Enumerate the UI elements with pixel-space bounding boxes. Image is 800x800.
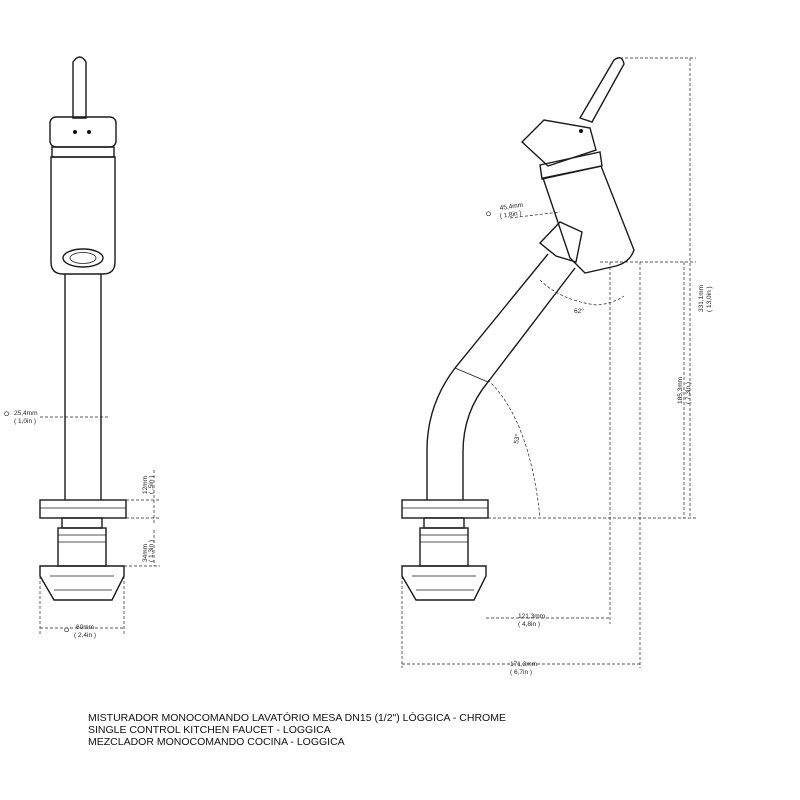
side-handle-metric: 45,4mm [499, 202, 523, 212]
front-base-metric: 60mm [76, 624, 94, 631]
front-aerator-inner [69, 252, 97, 264]
side-spout-tube-inner [462, 267, 576, 500]
front-lever [72, 56, 87, 119]
caption-line-pt: MISTURADOR MONOCOMANDO LAVATÓRIO MESA DN… [88, 712, 506, 724]
front-body [50, 156, 116, 275]
side-angle-62: 62° [574, 307, 584, 315]
side-handle-prefix: O [486, 211, 491, 218]
side-spout-height-imperial: ( 7,3in ) [685, 382, 692, 404]
front-diameter-metric: 25,4mm [14, 410, 37, 417]
front-base-prefix: O [64, 627, 69, 634]
front-cap-dot-left [73, 130, 77, 134]
side-view: O 45,4mm ( 1,8in ) 62° 53° 185,3mm ( 7,3… [401, 57, 713, 676]
front-nut [39, 565, 125, 601]
side-depth-imperial: ( 6,7in ) [510, 669, 532, 676]
caption-line-en: SINGLE CONTROL KITCHEN FAUCET - LOGGICA [88, 724, 331, 736]
front-diameter-prefix: O [4, 411, 9, 418]
front-cap-dot-right [87, 130, 91, 134]
side-handle-ring [539, 151, 603, 180]
front-aerator [62, 248, 104, 268]
front-fixing-body [57, 527, 107, 567]
side-depth-metric: 171,3mm [510, 661, 537, 668]
front-34-imperial: ( 1,3in ) [148, 540, 155, 562]
front-fixing-collar [61, 517, 103, 529]
side-spout-tube-outer [426, 253, 549, 500]
side-total-height-metric: 331,1mm [698, 285, 705, 312]
side-base-plate [401, 499, 489, 519]
side-body [542, 165, 635, 274]
side-fixing-collar [423, 517, 465, 529]
side-nut [401, 565, 487, 601]
front-12-imperial: ( ,5in ) [148, 476, 155, 494]
front-12-metric: 12mm [142, 476, 149, 494]
drawing-caption: MISTURADOR MONOCOMANDO LAVATÓRIO MESA DN… [88, 712, 506, 748]
front-handle-ring [51, 146, 115, 158]
side-cap-dot [579, 129, 583, 133]
side-spout-joint [454, 367, 489, 383]
front-base-imperial: ( 2,4in ) [74, 632, 96, 639]
caption-line-es: MEZCLADOR MONOCOMANDO COCINA - LOGGICA [88, 736, 345, 748]
side-reach-metric: 121,3mm [518, 613, 545, 620]
front-34-metric: 34mm [142, 544, 149, 562]
side-total-height-imperial: ( 13,0in ) [706, 286, 713, 312]
side-spout-height-metric: 185,3mm [677, 377, 684, 404]
side-arc-62 [539, 279, 625, 306]
side-handle-imperial: ( 1,8in ) [499, 210, 522, 220]
side-lever [578, 57, 625, 123]
front-diameter-imperial: ( 1,0in ) [14, 418, 36, 425]
side-reach-imperial: ( 4,8in ) [518, 621, 540, 628]
side-fixing-body [419, 527, 469, 567]
front-handle-cap [49, 116, 117, 148]
side-angle-53: 53° [512, 433, 522, 444]
front-base-plate [39, 499, 127, 519]
front-view: O 25,4mm ( 1,0in ) 12mm ( ,5in ) 34mm ( … [4, 56, 160, 639]
side-dim-handle-diameter [509, 211, 561, 219]
side-arc-53 [487, 379, 541, 519]
side-spout-nozzle [538, 221, 583, 263]
side-handle-cap [520, 119, 597, 167]
